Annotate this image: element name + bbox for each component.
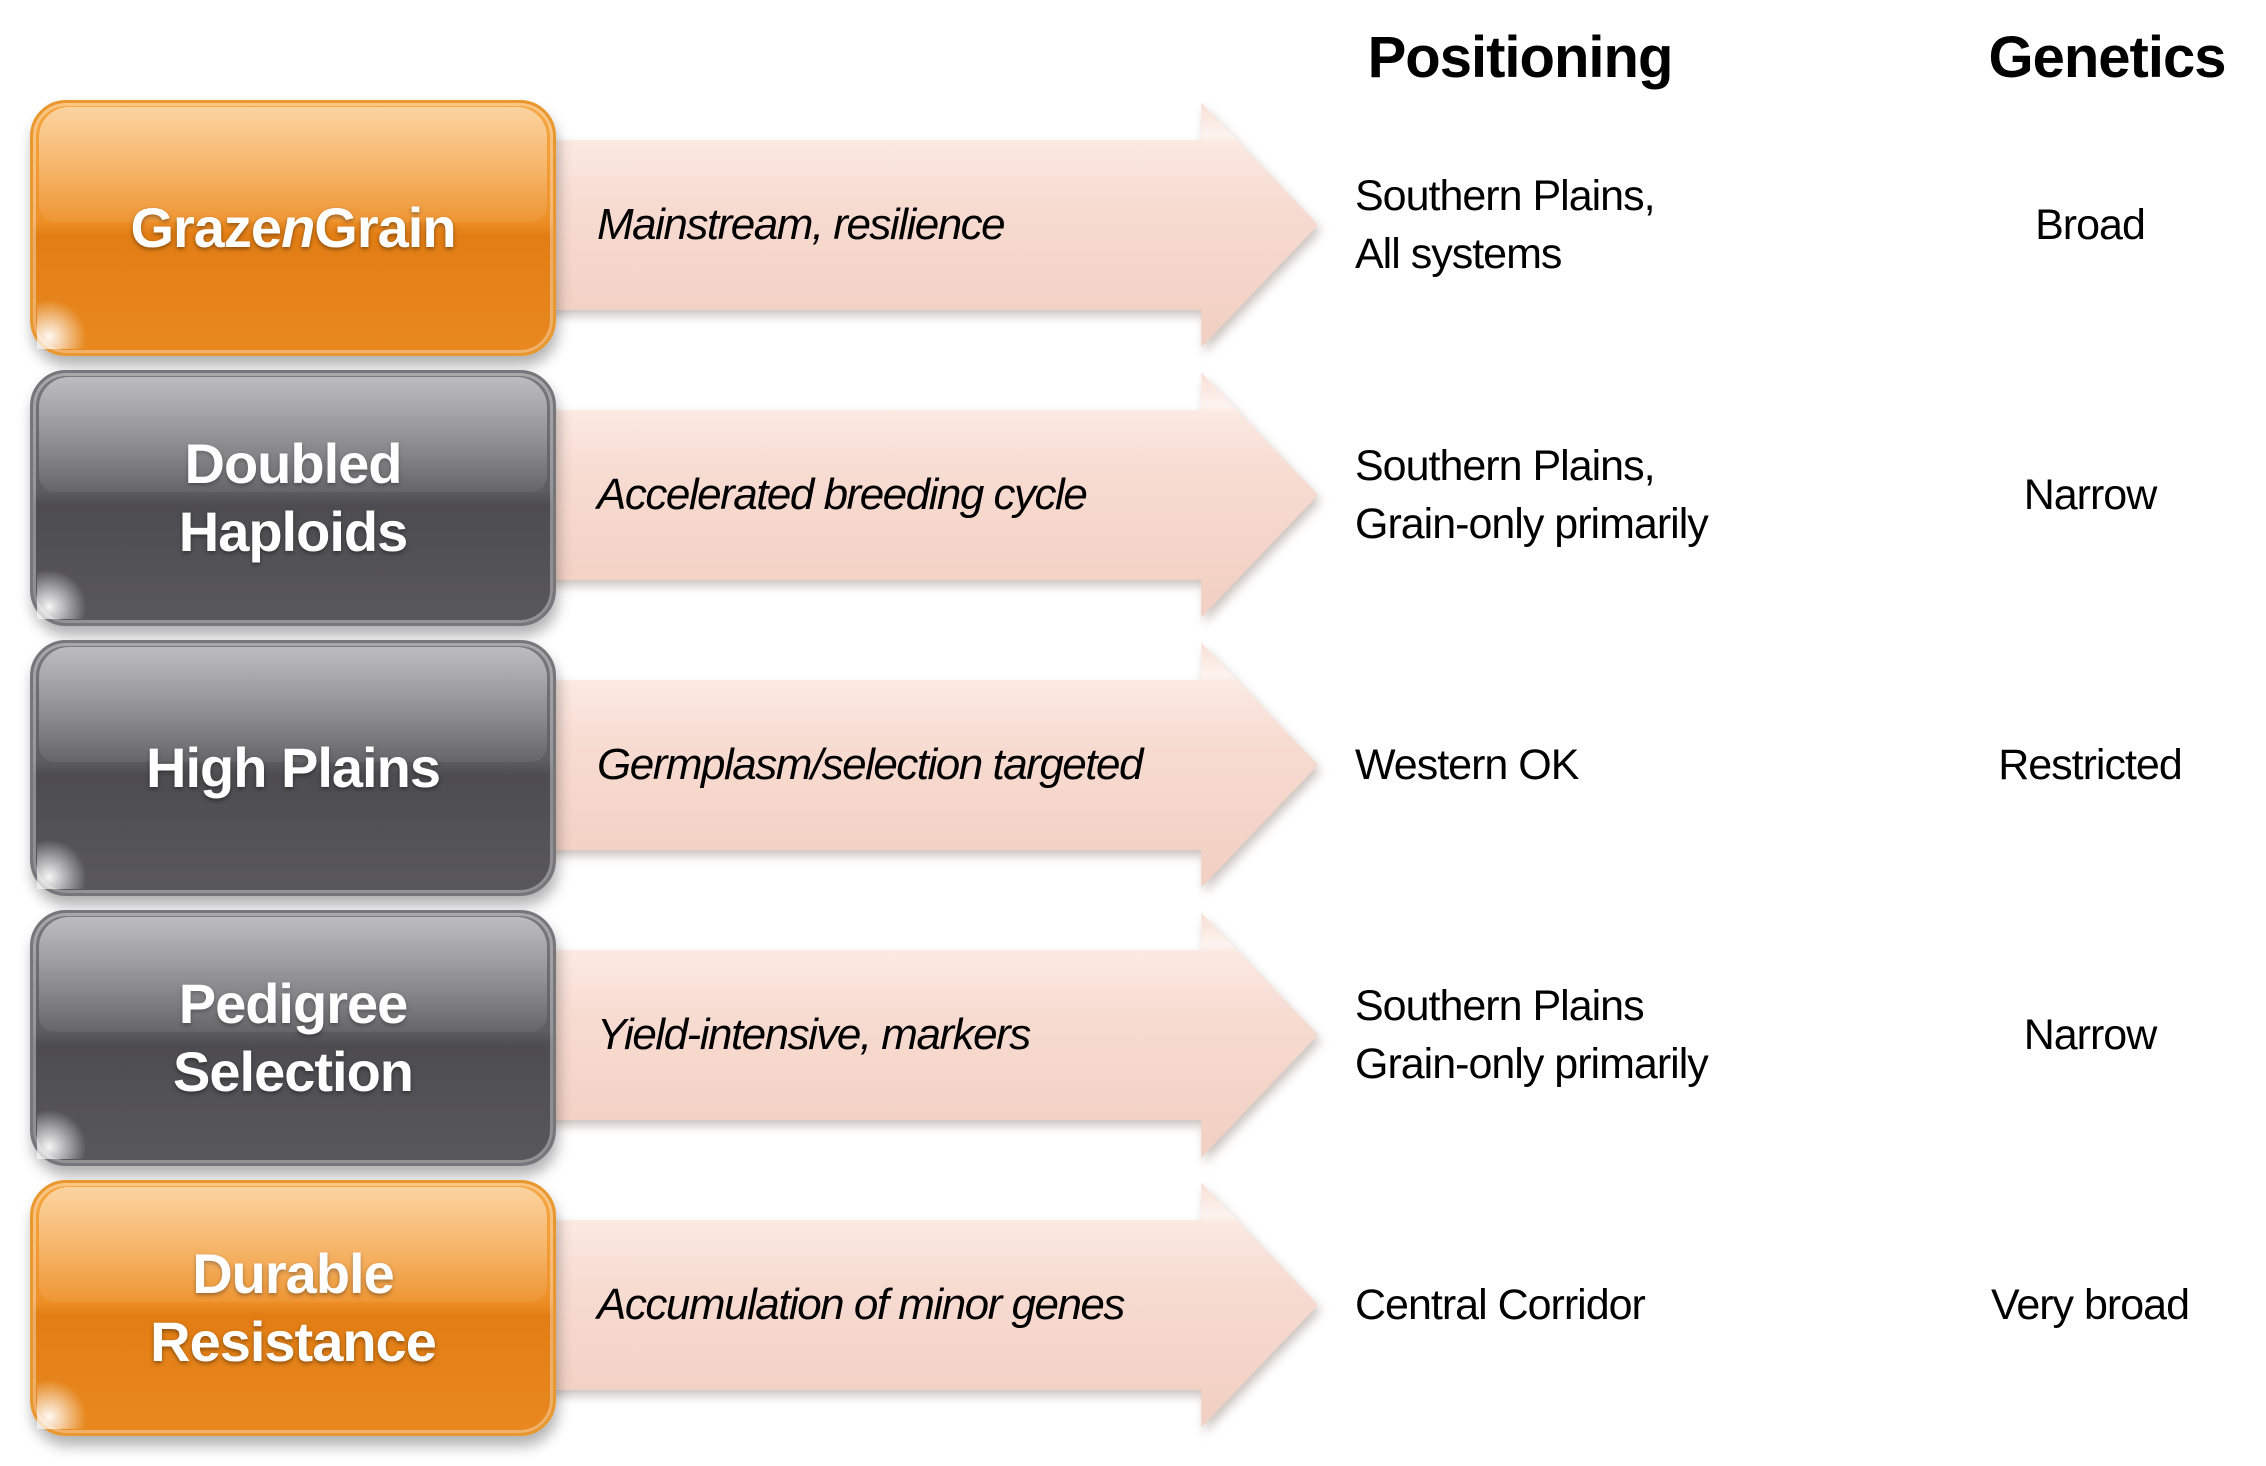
arrow-label: Accelerated breeding cycle: [597, 470, 1088, 519]
arrow-label: Yield-intensive, markers: [597, 1010, 1031, 1059]
strategy-row-durable-resistance: Accumulation of minor genes Durable Resi…: [0, 1180, 2266, 1436]
genetics-cell: Broad: [2035, 200, 2146, 249]
arrow-right-icon: [540, 640, 1318, 890]
arrow-shape: [540, 372, 1318, 618]
genetics-cell: Narrow: [2023, 1010, 2158, 1059]
box-label: GrazenGrain: [130, 195, 456, 259]
strategy-row-high-plains: Germplasm/selection targeted High Plains…: [0, 640, 2266, 896]
arrow-label: Germplasm/selection targeted: [597, 740, 1143, 789]
box-label: Doubled Haploids: [178, 431, 408, 563]
positioning-cell: Southern Plains, All systems: [1355, 171, 1656, 278]
arrow-shape: [540, 102, 1318, 348]
genetics-cell: Narrow: [2023, 470, 2158, 519]
strategy-box: GrazenGrain: [30, 100, 556, 356]
arrow-shape: [540, 912, 1318, 1158]
positioning-header: Positioning: [1367, 25, 1674, 90]
arrow-label: Accumulation of minor genes: [597, 1280, 1125, 1329]
arrow-shape: [540, 1182, 1318, 1428]
strategy-row-pedigree-selection: Yield-intensive, markers Pedigree Select…: [0, 910, 2266, 1166]
arrow-right-icon: [540, 1180, 1318, 1430]
box-label: Durable Resistance: [150, 1241, 437, 1373]
genetics-cell: Very broad: [1991, 1280, 2190, 1329]
box-label: High Plains: [146, 735, 441, 799]
positioning-cell: Western OK: [1355, 740, 1579, 789]
positioning-cell: Central Corridor: [1355, 1280, 1646, 1329]
arrow-label: Mainstream, resilience: [597, 200, 1006, 249]
box-label: Pedigree Selection: [173, 971, 414, 1103]
strategy-row-grazengrain: Mainstream, resilience GrazenGrain South…: [0, 100, 2266, 356]
strategy-row-doubled-haploids: Accelerated breeding cycle Doubled Haplo…: [0, 370, 2266, 626]
genetics-cell: Restricted: [1998, 740, 2183, 789]
strategy-box: Durable Resistance: [30, 1180, 556, 1436]
strategy-box: Pedigree Selection: [30, 910, 556, 1166]
arrow-right-icon: [540, 100, 1318, 350]
arrow-right-icon: [540, 910, 1318, 1160]
arrow-shape: [540, 642, 1318, 888]
strategy-box: High Plains: [30, 640, 556, 896]
arrow-right-icon: [540, 370, 1318, 620]
positioning-cell: Southern Plains, Grain-only primarily: [1355, 441, 1709, 548]
genetics-header: Genetics: [1988, 25, 2227, 90]
strategy-box: Doubled Haploids: [30, 370, 556, 626]
positioning-cell: Southern Plains Grain-only primarily: [1355, 981, 1709, 1088]
